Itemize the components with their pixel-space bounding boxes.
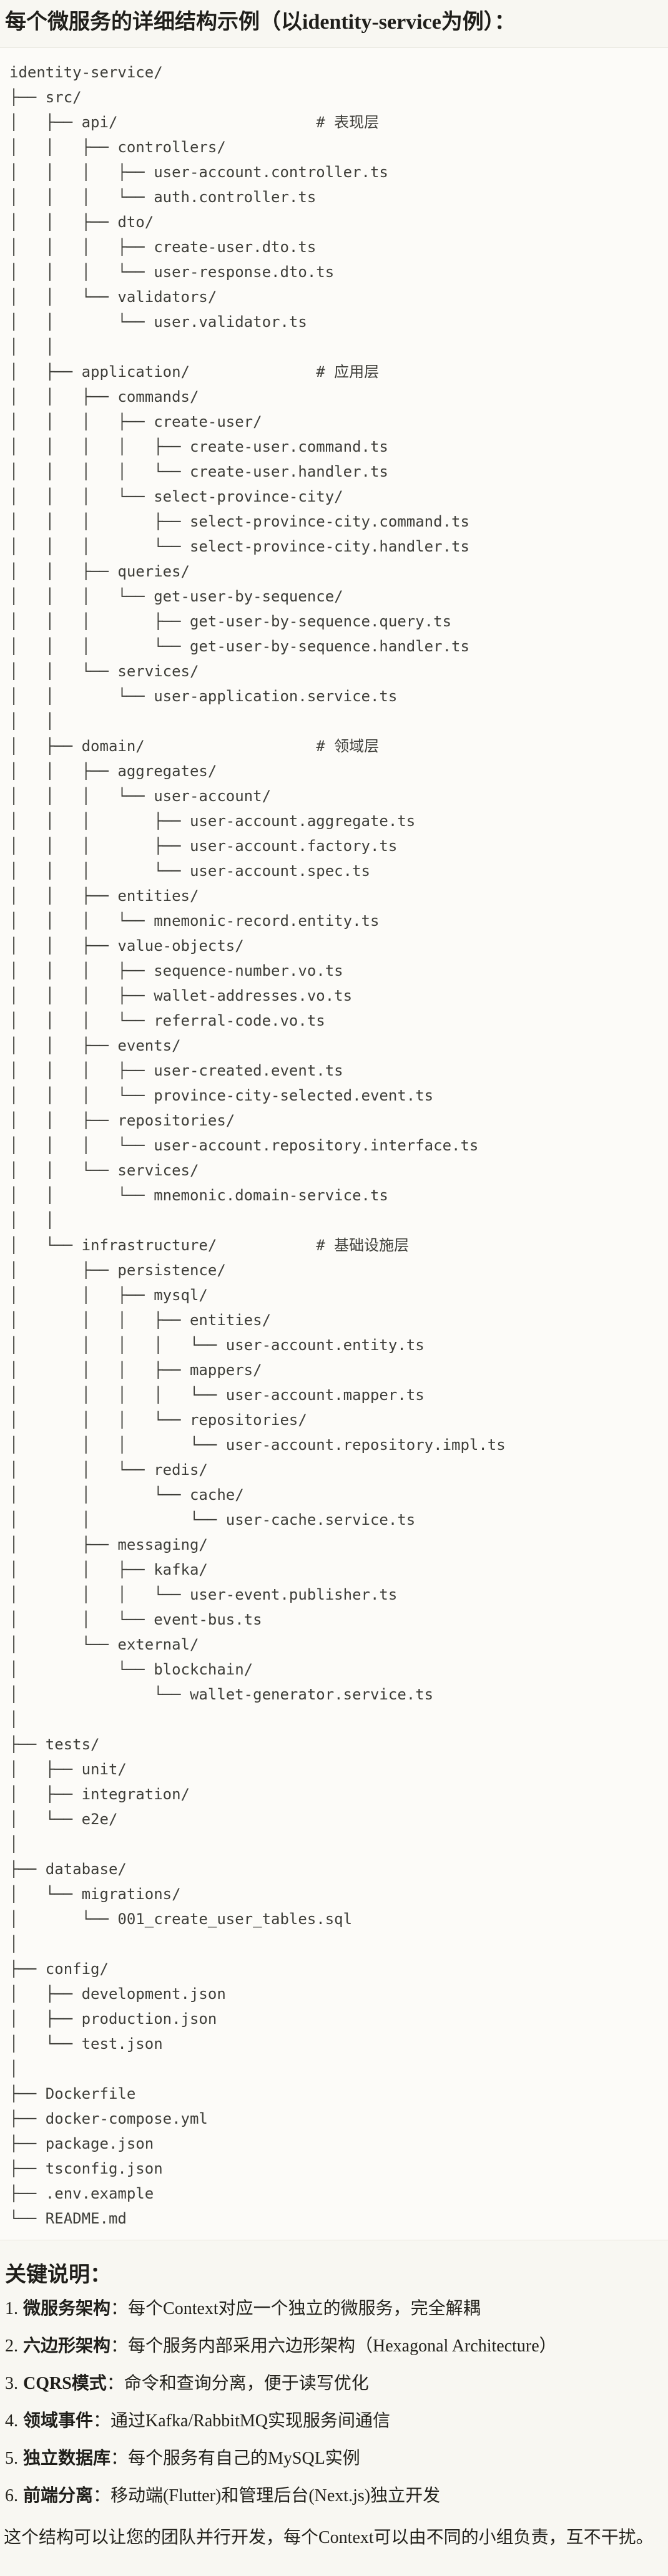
note-text: ：每个服务有自己的MySQL实例 (111, 2449, 360, 2468)
notes-section: 关键说明： 1. 微服务架构：每个Context对应一个独立的微服务，完全解耦 2… (0, 2262, 668, 2550)
notes-list: 1. 微服务架构：每个Context对应一个独立的微服务，完全解耦 2.六边形架构… (4, 2298, 662, 2507)
page-title: 每个微服务的详细结构示例（以identity-service为例）： (5, 11, 516, 34)
note-number: 4. (5, 2411, 18, 2431)
note-text: ：移动端(Flutter)和管理后台(Next.js)独立开发 (93, 2486, 441, 2506)
note-text: ：命令和查询分离，便于读写优化 (106, 2374, 369, 2393)
note-text: ：通过Kafka/RabbitMQ实现服务间通信 (93, 2411, 390, 2431)
code-block: identity-service/ ├── src/ │ ├── api/ # … (0, 47, 668, 2240)
note-number: 1. (5, 2299, 18, 2318)
notes-heading: 关键说明： (5, 2263, 111, 2287)
note-item: 4.领域事件：通过Kafka/RabbitMQ实现服务间通信 (5, 2410, 662, 2433)
note-item: 6.前端分离：移动端(Flutter)和管理后台(Next.js)独立开发 (5, 2485, 662, 2507)
note-item: 5. 独立数据库：每个服务有自己的MySQL实例 (5, 2447, 662, 2470)
note-term: 独立数据库 (23, 2449, 111, 2468)
note-item: 2.六边形架构：每个服务内部采用六边形架构（Hexagonal Architec… (5, 2335, 662, 2358)
note-term: 领域事件 (23, 2411, 94, 2431)
note-number: 3. (5, 2374, 18, 2393)
note-text: ：每个服务内部采用六边形架构（Hexagonal Architecture） (111, 2336, 557, 2356)
note-term: 微服务架构 (23, 2299, 111, 2318)
note-term: 前端分离 (23, 2486, 94, 2506)
note-number: 6. (5, 2486, 18, 2506)
note-text: ：每个Context对应一个独立的微服务，完全解耦 (111, 2299, 481, 2318)
note-item: 3. CQRS模式：命令和查询分离，便于读写优化 (5, 2373, 662, 2395)
closing-paragraph: 这个结构可以让您的团队并行开发，每个Context可以由不同的小组负责，互不干扰… (4, 2528, 654, 2547)
directory-tree: identity-service/ ├── src/ │ ├── api/ # … (9, 64, 506, 2227)
note-number: 5. (5, 2449, 18, 2468)
note-term: 六边形架构 (23, 2336, 111, 2356)
note-term: CQRS模式 (23, 2374, 107, 2393)
note-number: 2. (5, 2336, 18, 2356)
note-item: 1. 微服务架构：每个Context对应一个独立的微服务，完全解耦 (5, 2298, 662, 2320)
